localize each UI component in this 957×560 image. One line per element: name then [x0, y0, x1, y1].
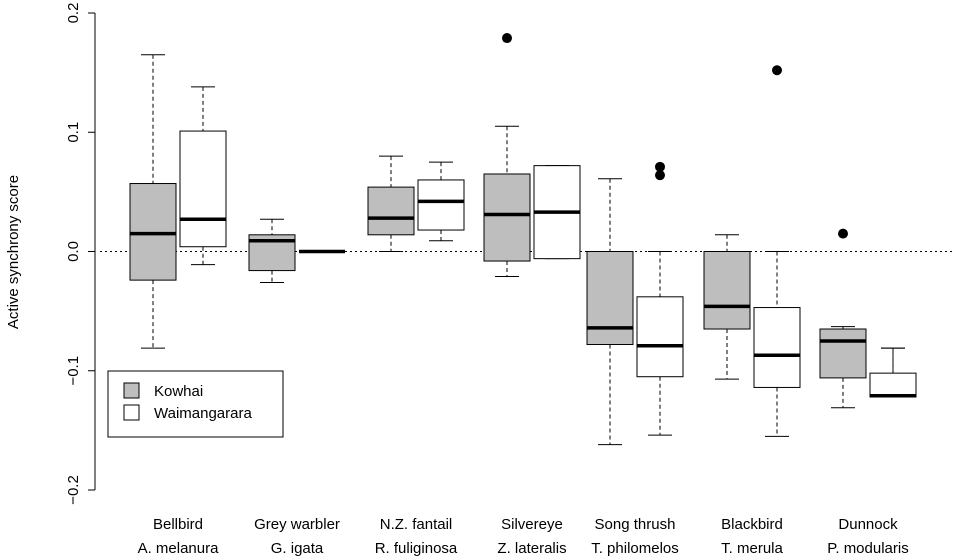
outlier-point [772, 65, 782, 76]
category-latin-name: T. merula [721, 540, 783, 557]
box-iqr [586, 251, 634, 346]
box-4 [367, 155, 415, 252]
category-common-name: Blackbird [721, 516, 783, 533]
legend-label-kowhai: Kowhai [154, 383, 203, 400]
y-tick-label: −0.1 [65, 356, 82, 386]
box-6 [483, 33, 531, 278]
box-0 [129, 54, 177, 349]
category-common-name: Bellbird [153, 516, 203, 533]
legend-label-waimangarara: Waimangarara [154, 405, 252, 422]
y-axis-title: Active synchrony score [5, 175, 22, 329]
category-common-name: Dunnock [838, 516, 898, 533]
box-iqr [819, 328, 867, 379]
box-iqr [179, 130, 227, 248]
box-iqr [417, 179, 465, 231]
outlier-point [838, 228, 848, 239]
legend-swatch-waimangarara [123, 404, 140, 421]
outlier-point [655, 161, 665, 172]
box-iqr [129, 183, 177, 281]
box-iqr [636, 296, 684, 378]
y-tick-label: −0.2 [65, 475, 82, 505]
category-latin-name: Z. lateralis [497, 540, 566, 557]
box-12 [819, 228, 867, 409]
category-labels: Bellbird A. melanura Grey warbler G. igata N… [138, 516, 909, 557]
legend-swatch-kowhai [123, 382, 140, 399]
box-11 [753, 65, 801, 437]
category-latin-name: T. philomelos [591, 540, 679, 557]
category-latin-name: A. melanura [138, 540, 220, 557]
category-latin-name: P. modularis [827, 540, 908, 557]
box-iqr [367, 186, 415, 236]
box-iqr [753, 307, 801, 388]
box-iqr [483, 173, 531, 262]
y-tick-label: 0.2 [65, 3, 82, 24]
boxes [129, 33, 917, 446]
y-tick-label: 0.1 [65, 122, 82, 143]
category-common-name: Silvereye [501, 516, 563, 533]
box-8 [586, 178, 634, 446]
box-iqr [869, 372, 917, 398]
box-2 [248, 218, 296, 284]
legend: Kowhai Waimangarara [107, 370, 284, 438]
category-common-name: Grey warbler [254, 516, 340, 533]
box-13 [869, 347, 917, 398]
box-5 [417, 161, 465, 242]
box-9 [636, 161, 684, 436]
category-latin-name: G. igata [271, 540, 324, 557]
outlier-point [502, 33, 512, 44]
box-iqr [703, 251, 751, 330]
category-common-name: N.Z. fantail [380, 516, 453, 533]
box-10 [703, 234, 751, 380]
category-common-name: Song thrush [595, 516, 676, 533]
legend-frame [107, 370, 284, 438]
y-tick-label: 0.0 [65, 241, 82, 262]
box-1 [179, 86, 227, 266]
outlier-point [655, 170, 665, 181]
category-latin-name: R. fuliginosa [375, 540, 458, 557]
y-axis: −0.2 −0.1 0.0 0.1 0.2 [65, 3, 96, 505]
box-7 [533, 165, 581, 260]
